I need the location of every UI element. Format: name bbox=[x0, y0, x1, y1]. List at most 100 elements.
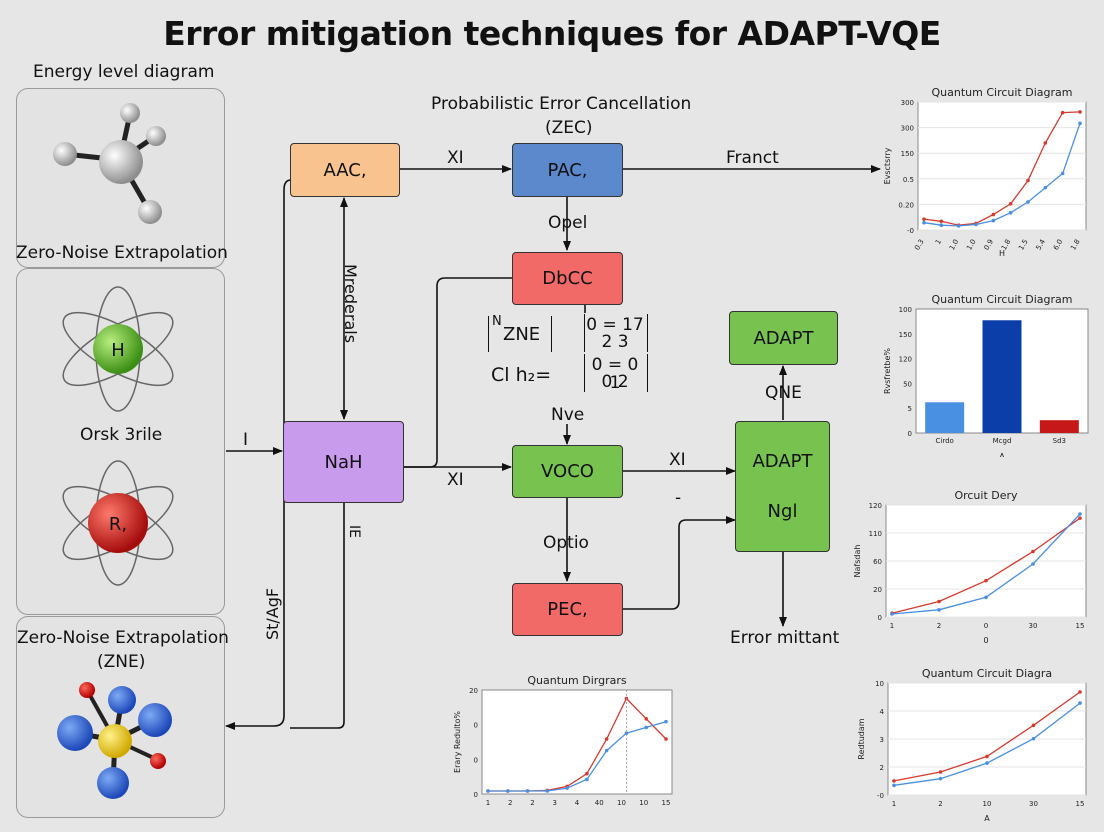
pec-node[interactable]: PEC, bbox=[512, 583, 623, 636]
data-point bbox=[604, 748, 609, 753]
x-tick-label: 0.9 bbox=[983, 238, 995, 252]
y-tick-label: 100 bbox=[899, 306, 912, 314]
x-tick-label: 10 bbox=[983, 800, 992, 808]
i-label: I bbox=[243, 430, 249, 450]
data-point bbox=[1078, 690, 1082, 694]
xi-label-1: XI bbox=[447, 148, 464, 168]
plot-area bbox=[481, 689, 673, 795]
x-tick-label: Mcgd bbox=[993, 437, 1012, 445]
x-tick-label: Cirdo bbox=[936, 437, 954, 445]
x-tick-label: 1 bbox=[890, 622, 894, 630]
y-axis-label: Erary Redulto% bbox=[453, 711, 462, 773]
y-tick-label: 20 bbox=[469, 687, 478, 695]
nah-node[interactable]: NaH bbox=[283, 421, 404, 503]
data-point bbox=[984, 578, 988, 583]
x-tick-label: 1 bbox=[486, 799, 490, 807]
y-tick-label: 4 bbox=[880, 708, 885, 716]
y-tick-label: 0 bbox=[908, 430, 912, 438]
data-point bbox=[985, 754, 989, 759]
qne-label: QNE bbox=[765, 383, 802, 403]
y-axis-label: Redtudam bbox=[857, 718, 866, 759]
pac-node[interactable]: PAC, bbox=[512, 143, 623, 197]
data-point bbox=[604, 737, 609, 741]
ngl-label: Ngl bbox=[767, 501, 798, 523]
data-point bbox=[922, 217, 926, 221]
matrix-1 bbox=[584, 314, 648, 352]
data-point bbox=[585, 777, 589, 782]
data-point bbox=[892, 779, 896, 783]
x-tick-label: 15 bbox=[662, 799, 671, 807]
x-axis-label: A bbox=[999, 452, 1005, 457]
adapt-top-node[interactable]: ADAPT bbox=[729, 311, 838, 365]
x-tick-label: 0.3 bbox=[913, 238, 925, 252]
series-line bbox=[923, 111, 1081, 226]
opel-label: Opel bbox=[548, 213, 588, 233]
matrix-1-row1: 0 = 17 bbox=[586, 315, 644, 335]
data-point bbox=[1008, 201, 1013, 206]
data-point bbox=[1078, 121, 1082, 126]
matrix-2-row1: 0 = 0 1 bbox=[591, 355, 639, 393]
dbcc-node[interactable]: DbCC bbox=[512, 252, 623, 305]
data-point bbox=[938, 770, 943, 774]
data-point bbox=[664, 737, 668, 741]
x-tick-label: 30 bbox=[1029, 800, 1038, 808]
y-axis-label: Nafsdah bbox=[853, 545, 862, 578]
mrederals-label: Mrederals bbox=[341, 264, 360, 344]
bar bbox=[1039, 420, 1079, 433]
y-tick-label: 300 bbox=[901, 99, 914, 107]
y-tick-label: 0 bbox=[474, 722, 478, 730]
data-point bbox=[890, 612, 894, 616]
y-tick-label: -0 bbox=[907, 227, 914, 235]
data-point bbox=[624, 731, 629, 736]
nve-label: Nve bbox=[551, 405, 585, 425]
x-tick-label: 40 bbox=[595, 799, 604, 807]
atom1-letter: H bbox=[111, 340, 125, 361]
data-point bbox=[1078, 516, 1082, 520]
data-point bbox=[1078, 701, 1082, 705]
aac-node[interactable]: AAC, bbox=[290, 143, 400, 197]
data-point bbox=[565, 786, 569, 790]
x-tick-label: 1.8 bbox=[1000, 238, 1012, 252]
data-point bbox=[525, 789, 530, 793]
x-axis-label: H bbox=[999, 249, 1005, 258]
y-tick-label: 60 bbox=[873, 558, 882, 566]
y-tick-label: 20 bbox=[873, 586, 882, 594]
zne-matrix-label: ZNE bbox=[503, 324, 541, 345]
zne-matrix bbox=[488, 316, 552, 352]
data-point bbox=[1031, 736, 1036, 741]
data-point bbox=[1031, 562, 1035, 566]
xi-label-2: XI bbox=[447, 470, 464, 490]
data-point bbox=[505, 789, 510, 793]
pec-title-line2: (ZEC) bbox=[545, 118, 593, 138]
zne2-label-line2: (ZNE) bbox=[97, 652, 146, 672]
data-point bbox=[1078, 512, 1082, 516]
data-point bbox=[644, 716, 649, 721]
y-tick-label: 0.20 bbox=[898, 201, 914, 209]
x-tick-label: 3 bbox=[553, 799, 557, 807]
data-point bbox=[664, 719, 668, 724]
x-tick-label: 15 bbox=[1076, 800, 1085, 808]
molecule-bottom-icon bbox=[57, 682, 172, 799]
data-point bbox=[1026, 178, 1030, 183]
voco-node[interactable]: VOCO bbox=[512, 445, 623, 498]
data-point bbox=[1043, 185, 1048, 190]
x-tick-label: 30 bbox=[1029, 622, 1038, 630]
data-point bbox=[1043, 141, 1048, 145]
energy-label: Energy level diagram bbox=[33, 62, 215, 82]
adapt-main-node[interactable]: ADAPT Ngl bbox=[735, 421, 830, 552]
data-point bbox=[1031, 549, 1035, 554]
xi-label-3: XI bbox=[669, 450, 686, 470]
y-tick-label: 120 bbox=[869, 502, 882, 510]
x-tick-label: 1 bbox=[892, 800, 896, 808]
y-tick-label: 5 bbox=[908, 405, 912, 413]
x-tick-label: 6.0 bbox=[1052, 238, 1064, 252]
series-line bbox=[923, 123, 1081, 227]
x-tick-label: 2 bbox=[530, 799, 534, 807]
y-tick-label: 2 bbox=[880, 764, 884, 772]
chart-title: Orcuit Dery bbox=[954, 489, 1018, 502]
optio-label: Optio bbox=[543, 533, 589, 553]
data-point bbox=[892, 783, 896, 788]
data-point bbox=[1078, 110, 1082, 114]
